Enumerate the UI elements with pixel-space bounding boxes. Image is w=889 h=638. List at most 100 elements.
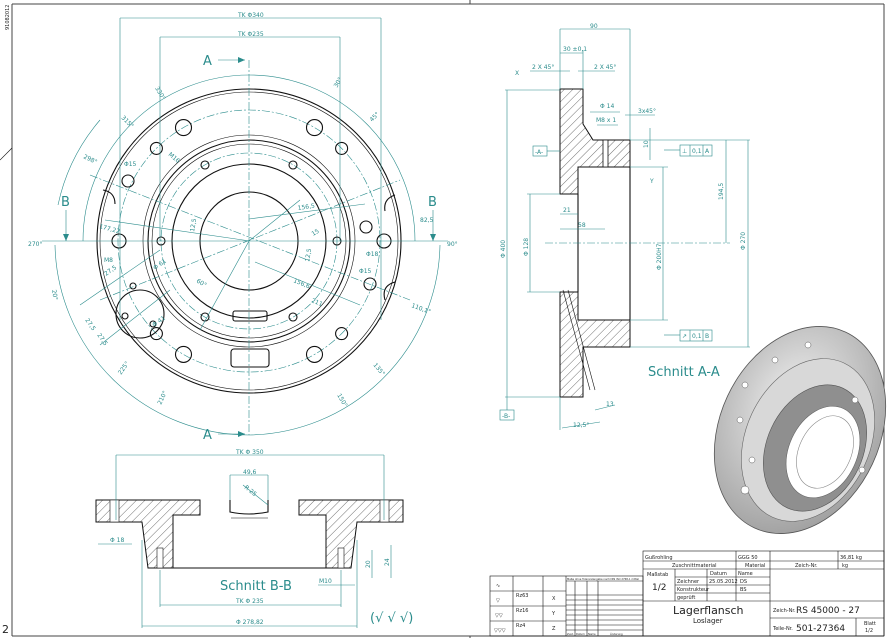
surface-row-symbol: ▽ <box>496 598 500 604</box>
dim-tk235-bb: TK Φ 235 <box>235 598 264 605</box>
dim-90deg: 90° <box>447 241 458 248</box>
dim-27-5-b: 27,5 <box>83 317 97 332</box>
dim-d128: Φ 128 <box>523 238 530 256</box>
revision-col: Änderung <box>610 631 623 636</box>
tolerance-header: Maße ohne Toleranzangabe nach DIN ISO 27… <box>567 577 639 581</box>
tol-perp-value: 0,1 <box>692 148 702 155</box>
surface-row-letter: Z <box>552 626 556 632</box>
dim-156-6: 156,6 <box>292 277 311 290</box>
header-datum: Datum <box>710 571 727 577</box>
section-a-a-labels: 90 30 ±0,1 2 X 45° 2 X 45° Φ 14 M8 x 1 3… <box>500 23 747 429</box>
dim-chamfer-2: 2 X 45° <box>594 64 616 71</box>
bolt-holes-m16 <box>111 119 392 363</box>
dim-r25: R 25 <box>243 484 258 498</box>
dim-82-5: 82,5 <box>420 217 434 224</box>
scale-label: Maßstab <box>647 572 668 578</box>
dim-298: 298° <box>82 153 98 165</box>
surface-row-symbol: ▽▽▽ <box>494 628 506 634</box>
tol-runout-datum: B <box>705 333 709 340</box>
surface-row-value: Rz4 <box>516 623 525 629</box>
section-b-b <box>95 454 404 628</box>
drawing-no: RS 45000 - 27 <box>796 606 860 616</box>
dim-m8: M8 <box>104 257 113 264</box>
top-view <box>42 17 448 437</box>
material-value: GGG 50 <box>738 555 758 561</box>
dim-d18: Φ18 <box>366 251 379 258</box>
tol-runout-symbol: ↗ <box>682 333 687 340</box>
dim-90: 90 <box>590 23 598 30</box>
part-subtitle: Loslager <box>693 617 723 625</box>
surface-row-letter: X <box>552 596 556 602</box>
section-a-a <box>499 28 750 430</box>
header-name: Name <box>738 571 753 577</box>
cut-label-a-top: A <box>203 54 212 69</box>
dim-270deg: 270° <box>28 241 42 248</box>
dim-d270: Φ 270 <box>740 232 747 250</box>
revision-col: Datum <box>576 632 585 636</box>
scale-value: 1/2 <box>652 583 666 593</box>
surface-finish-table: ∿ ▽ ▽▽ ▽▽▽ Rz63 Rz16 Rz4 X Y Z Maße ohne… <box>489 575 644 637</box>
part-no: 501-27364 <box>796 624 845 634</box>
dim-d400: Φ 400 <box>500 240 507 258</box>
row-zeichner: Zeichner <box>677 579 700 585</box>
sheet-id: 91082012 <box>5 5 11 30</box>
dim-110-1deg: 110,1° <box>410 302 431 315</box>
title-block <box>642 550 885 637</box>
header-kg: kg <box>842 563 848 569</box>
dim-chamfer-3: 3x45° <box>638 108 656 115</box>
dim-d18-bb: Φ 18 <box>110 537 124 544</box>
revision-col: Zust. <box>567 632 574 636</box>
surface-row-symbol: ∿ <box>496 583 500 589</box>
isometric-view <box>713 326 887 534</box>
dim-58: 58 <box>578 222 586 229</box>
dim-210: 210° <box>156 390 168 406</box>
dim-225: 225° <box>117 360 131 376</box>
header-material: Material <box>745 563 765 569</box>
surface-row-symbol: ▽▽ <box>495 613 503 619</box>
dim-27-5-a: 27,5 <box>103 264 118 278</box>
dim-177-22: 177,22 <box>98 223 120 235</box>
dim-d61: Φ 61 <box>152 258 168 272</box>
surface-symbol-y: Y <box>649 178 654 185</box>
dim-chamfer-1: 2 X 45° <box>532 64 554 71</box>
sheet-number: 1/2 <box>865 628 873 634</box>
header-zuschnitt: Zuschnittmaterial <box>672 563 716 569</box>
row-geprueft: geprüft <box>677 595 695 601</box>
sheet-label: Blatt <box>864 621 876 627</box>
dim-30-tol: 30 ±0,1 <box>563 46 587 53</box>
dim-30: 30° <box>333 76 344 89</box>
header-zeich-nr: Zeich-Nr. <box>795 563 818 569</box>
dim-24: 24 <box>384 558 391 566</box>
drawn-date: 25.05.2012 <box>709 579 738 585</box>
dim-12-5-b: 12,5 <box>304 248 313 263</box>
dim-m10: M10 <box>319 578 332 585</box>
section-b-b-title: Schnitt B-B <box>220 579 292 594</box>
row-konstrukteur: Konstrukteur <box>677 587 710 593</box>
dim-12-5deg: 12,5° <box>573 422 589 429</box>
dim-d41: Φ 41 <box>151 315 167 329</box>
part-no-label: Teile-Nr. <box>772 626 793 632</box>
dim-d14: Φ 14 <box>600 103 614 110</box>
surface-row-value: Rz63 <box>516 593 528 599</box>
tolerance-frame-runout <box>679 329 713 342</box>
page-marker: 2 <box>2 623 9 636</box>
surface-row-letter: Y <box>551 611 556 617</box>
dim-m8x1: M8 x 1 <box>596 117 616 124</box>
dim-20deg: 20° <box>50 289 59 301</box>
tol-runout-value: 0,1 <box>692 333 702 340</box>
dim-13: 13 <box>606 401 614 408</box>
blank-label: Gußrohling <box>645 555 673 561</box>
dim-d200h7: Φ 200H7 <box>656 243 663 270</box>
datum-b: -B- <box>502 413 510 420</box>
dim-tk235: TK Φ235 <box>237 31 264 38</box>
dim-49-6: 49,6 <box>243 469 257 476</box>
section-a-a-title: Schnitt A-A <box>648 365 720 380</box>
dim-m16: M16 <box>167 151 181 165</box>
mass-value: 36,81 kg <box>840 555 862 561</box>
dim-d15-b: Φ15 <box>359 268 372 275</box>
tol-perp-datum: A <box>705 148 710 155</box>
dim-tk340: TK Φ340 <box>237 12 264 19</box>
dim-60deg: 60° <box>195 278 208 289</box>
dim-21: 21 <box>563 207 571 214</box>
